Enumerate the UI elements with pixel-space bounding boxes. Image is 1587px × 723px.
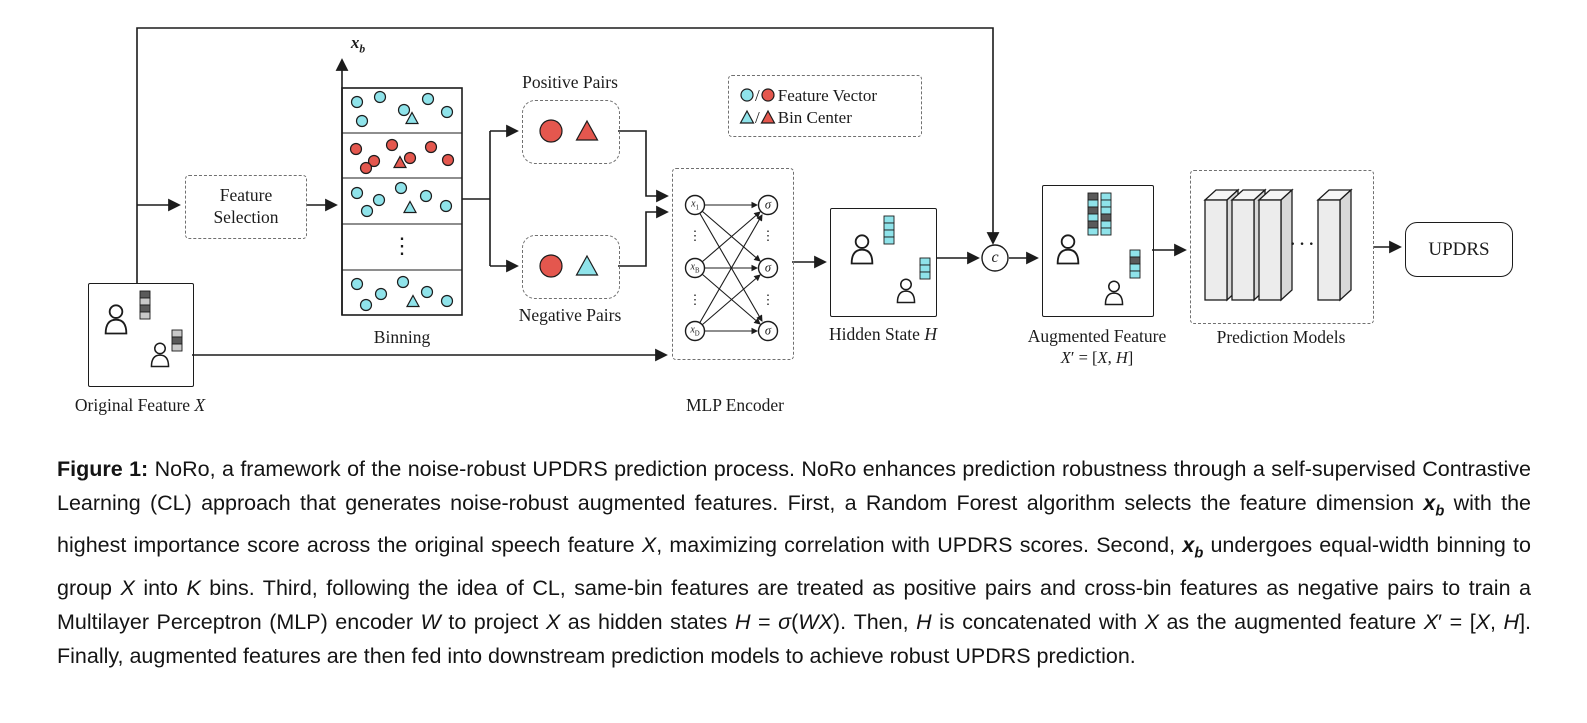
binning-label: Binning	[373, 327, 431, 347]
legend-bin-center-label: Bin Center	[777, 107, 852, 127]
prediction-models-box	[1190, 170, 1374, 324]
mlp-right-dots: ⋮	[761, 292, 775, 307]
mlp-right-dots: ⋮	[761, 228, 775, 243]
positive-pairs-label: Positive Pairs	[522, 72, 618, 92]
red-circle-icon	[761, 88, 775, 102]
connector-arrows	[136, 27, 1402, 362]
mlp-input-node-B-label: xB	[690, 261, 700, 275]
updrs-box: UPDRS	[1405, 222, 1513, 277]
mlp-encoder-box	[672, 168, 794, 360]
mlp-sigma-node-2-label: σ	[764, 260, 772, 275]
hidden-state-people	[850, 215, 931, 304]
mlp-input-node-1-label: x1	[691, 198, 699, 212]
positive-pairs-box	[522, 100, 620, 164]
negative-pairs-box	[522, 235, 620, 299]
augmented-feature-people	[1056, 192, 1141, 306]
mlp-network	[684, 194, 779, 342]
legend-box: / Feature Vector / Bin Center	[728, 75, 922, 137]
negative-pair-markers	[539, 254, 599, 278]
concat-node-label: c	[991, 249, 999, 266]
augmented-feature-box	[1042, 185, 1154, 317]
mlp-input-node-D-label: xD	[690, 324, 700, 338]
mlp-sigma-node-3-label: σ	[764, 323, 772, 338]
binning-scatter	[349, 90, 455, 312]
feature-selection-box: Feature Selection	[185, 175, 307, 239]
legend-slash: /	[755, 85, 760, 105]
original-feature-label: Original Feature X	[74, 395, 206, 415]
prediction-model-slabs	[1203, 188, 1353, 302]
hidden-state-box	[830, 208, 937, 317]
feature-selection-label-line1: Feature	[219, 185, 273, 206]
original-feature-people	[104, 290, 183, 368]
mlp-encoder-label: MLP Encoder	[685, 395, 785, 415]
red-triangle-icon	[760, 109, 776, 124]
legend-row-bin-center: / Bin Center	[739, 109, 911, 126]
original-feature-box	[88, 283, 194, 387]
mlp-left-dots: ⋮	[688, 228, 702, 243]
legend-slash: /	[755, 107, 760, 127]
diagram-graphics-layer	[104, 27, 1402, 368]
figure-caption: Figure 1: NoRo, a framework of the noise…	[57, 457, 1532, 668]
negative-pairs-label: Negative Pairs	[518, 305, 622, 325]
binning-axis-label: xb	[350, 33, 366, 56]
cyan-circle-icon	[740, 88, 754, 102]
hidden-state-label: Hidden State H	[829, 324, 937, 344]
updrs-label: UPDRS	[1428, 238, 1490, 260]
concat-node-circle	[981, 244, 1009, 272]
mlp-left-dots: ⋮	[688, 292, 702, 307]
mlp-sigma-node-1-label: σ	[764, 197, 772, 212]
legend-row-feature-vector: / Feature Vector	[739, 87, 911, 104]
cyan-triangle-icon	[739, 109, 755, 124]
binning-ellipsis-dots: ⋮	[391, 233, 413, 258]
feature-selection-label-line2: Selection	[213, 207, 279, 227]
prediction-models-dots: · · ·	[1289, 236, 1315, 253]
augmented-feature-label-line2: X′ = [X, H]	[1060, 348, 1134, 367]
prediction-models-label: Prediction Models	[1216, 327, 1346, 347]
positive-pair-markers	[539, 119, 599, 143]
legend-feature-vector-label: Feature Vector	[777, 85, 878, 105]
augmented-feature-label-line1: Augmented Feature	[1027, 326, 1167, 346]
